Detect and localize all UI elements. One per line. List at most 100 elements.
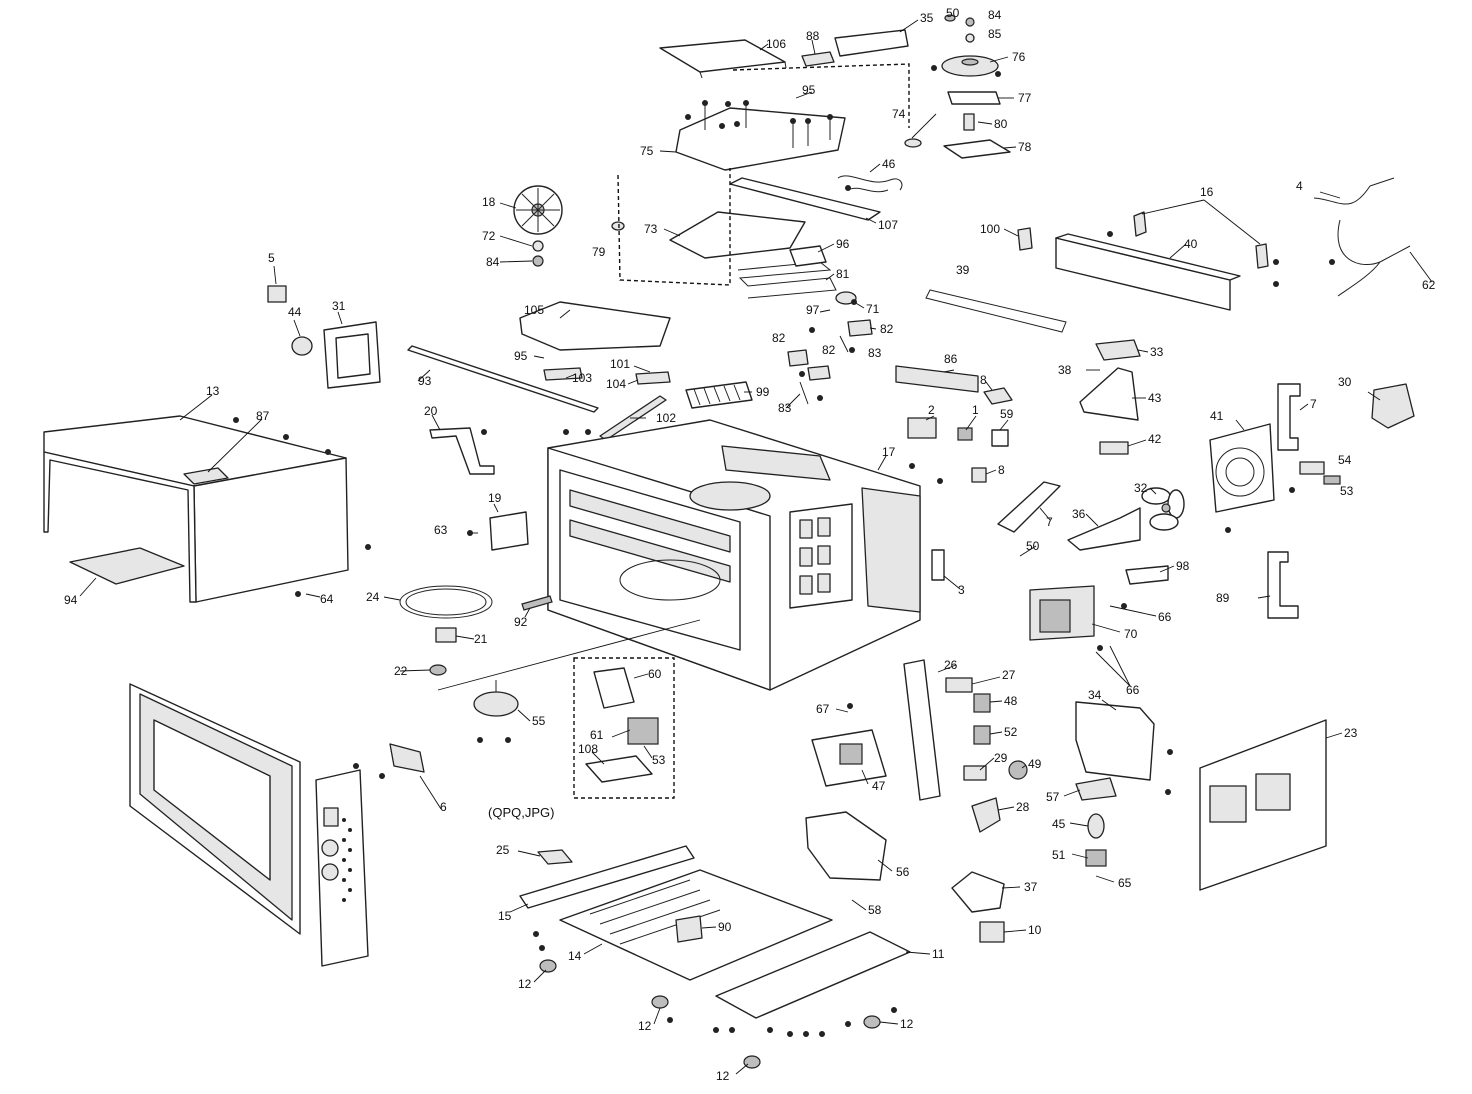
part-30-motor <box>1371 383 1415 429</box>
part-24-roller-ring <box>399 585 493 619</box>
label-35: 35 <box>920 11 934 25</box>
label-12-c: 12 <box>900 1017 914 1031</box>
part-53-part <box>1323 475 1341 485</box>
label-51: 51 <box>1052 848 1066 862</box>
part-96-shield <box>789 245 827 267</box>
label-45: 45 <box>1052 817 1066 831</box>
label-70: 70 <box>1124 627 1138 641</box>
part-77-bracket <box>947 91 1001 105</box>
door-group <box>129 680 519 967</box>
label-67: 67 <box>816 702 830 716</box>
label-102: 102 <box>656 411 676 425</box>
label-44: 44 <box>288 305 302 319</box>
label-13: 13 <box>206 384 220 398</box>
label-52: 52 <box>1004 725 1018 739</box>
label-95-mid: 95 <box>514 349 528 363</box>
part-75-upper-plate <box>675 107 846 171</box>
label-54: 54 <box>1338 453 1352 467</box>
part-42-base <box>1099 441 1129 455</box>
part-21-coupler <box>435 627 457 643</box>
label-48: 48 <box>1004 694 1018 708</box>
label-73: 73 <box>644 222 658 236</box>
label-83-b: 83 <box>778 401 792 415</box>
label-28: 28 <box>1016 800 1030 814</box>
label-107: 107 <box>878 218 898 232</box>
label-30: 30 <box>1338 375 1352 389</box>
part-93-strip <box>407 345 599 413</box>
part-5-switch <box>267 285 287 303</box>
label-8-b: 8 <box>998 463 1005 477</box>
part-2-label <box>907 417 937 439</box>
label-31: 31 <box>332 299 346 313</box>
part-89-bracket <box>1267 551 1299 619</box>
label-15: 15 <box>498 909 512 923</box>
label-39: 39 <box>956 263 970 277</box>
label-76: 76 <box>1012 50 1026 64</box>
label-89: 89 <box>1216 591 1230 605</box>
label-104: 104 <box>606 377 626 391</box>
part-46-harness <box>837 175 903 193</box>
part-85-washer <box>965 33 975 43</box>
label-66-b: 66 <box>1126 683 1140 697</box>
part-39-belt <box>925 289 1067 333</box>
part-16-clip-b <box>1255 243 1269 269</box>
label-65: 65 <box>1118 876 1132 890</box>
label-8-a: 8 <box>980 373 987 387</box>
part-26-holder <box>903 659 941 801</box>
part-80-coupler <box>963 113 975 131</box>
label-82-c: 82 <box>822 343 836 357</box>
part-22-roller <box>429 664 447 676</box>
part-33-holder <box>1095 339 1141 361</box>
label-93: 93 <box>418 374 432 388</box>
label-50-top: 50 <box>946 6 960 20</box>
part-1-chip <box>957 427 973 441</box>
control-pcb-group <box>573 657 675 799</box>
label-12-a: 12 <box>518 977 532 991</box>
label-12-d: 12 <box>716 1069 730 1083</box>
label-40: 40 <box>1184 237 1198 251</box>
part-41-fan-duct <box>1209 423 1275 513</box>
part-44-lamp <box>291 336 313 356</box>
label-53-box: 53 <box>652 753 666 767</box>
part-82-clip-c <box>807 365 831 381</box>
label-88: 88 <box>806 29 820 43</box>
part-82-clip-b <box>787 349 809 367</box>
part-36-grille <box>1067 507 1141 551</box>
dash-line-top <box>732 63 910 128</box>
label-87: 87 <box>256 409 270 423</box>
label-84-mid: 84 <box>486 255 500 269</box>
part-104-clip <box>635 371 671 385</box>
part-90-block <box>675 915 703 943</box>
label-61: 61 <box>590 728 604 742</box>
label-103: 103 <box>572 371 592 385</box>
label-74: 74 <box>892 107 906 121</box>
part-6-latch <box>389 743 425 773</box>
label-49: 49 <box>1028 757 1042 771</box>
label-83-a: 83 <box>868 346 882 360</box>
part-100-clip <box>1017 227 1033 251</box>
label-53-right: 53 <box>1340 484 1354 498</box>
label-98: 98 <box>1176 559 1190 573</box>
part-60-bracket <box>593 667 635 709</box>
part-32-fan-blade <box>1141 487 1185 531</box>
base-group <box>519 845 911 1069</box>
label-4: 4 <box>1296 179 1303 193</box>
label-60: 60 <box>648 667 662 681</box>
fan-duct-group <box>925 177 1415 891</box>
label-56: 56 <box>896 865 910 879</box>
label-20: 20 <box>424 404 438 418</box>
label-17: 17 <box>882 445 896 459</box>
label-105: 105 <box>524 303 544 317</box>
label-5: 5 <box>268 251 275 265</box>
label-41: 41 <box>1210 409 1224 423</box>
part-4-62-power-cord <box>1313 177 1411 297</box>
part-37-bracket <box>951 871 1005 913</box>
label-26: 26 <box>944 658 958 672</box>
part-107-bar <box>729 177 881 221</box>
label-62: 62 <box>1422 278 1436 292</box>
part-35-bracket <box>834 29 909 57</box>
label-80: 80 <box>994 117 1008 131</box>
part-45-lamp <box>1087 813 1105 839</box>
part-3-label <box>931 549 945 581</box>
